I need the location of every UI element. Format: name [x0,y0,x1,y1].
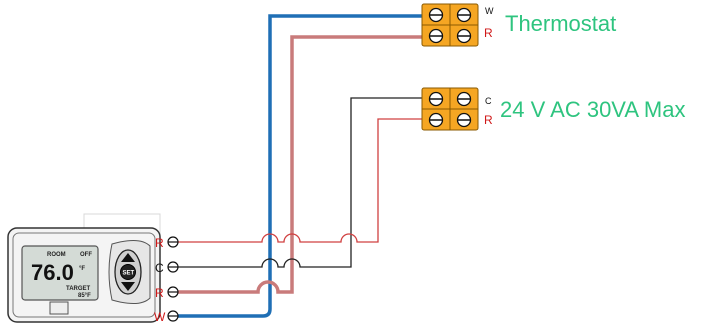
status-label: OFF [80,252,92,258]
screw-icon [428,91,444,107]
target-value: 85°F [78,293,91,299]
screw-icon [167,286,179,298]
wire-r-thin [177,118,425,243]
control-buttons: SET [114,249,142,295]
screw-icon [167,310,179,322]
degree-unit: °F [79,266,85,272]
wire-r-thick [177,35,425,294]
up-arrow-icon [121,253,135,262]
screw-icon [428,28,444,44]
down-arrow-icon [121,282,135,291]
pin-label-r: R [484,113,493,127]
thermostat-label: Thermostat [505,11,616,36]
power-label: 24 V AC 30VA Max [500,97,685,122]
terminal-label-r: R [155,286,164,300]
lcd-screen [21,245,99,301]
set-button [120,264,136,280]
pin-label-w: W [485,6,494,16]
wire-w-blue [177,14,425,318]
thermostat-device: ROOM OFF 76.0 °F TARGET 85°F SET [7,213,161,323]
pin-label-c: C [485,96,492,106]
screw-icon [456,91,472,107]
screw-icon [456,28,472,44]
screw-icon [456,112,472,128]
screw-icon [428,112,444,128]
wire-c-black [177,97,425,268]
current-temperature: 76.0 [31,260,74,285]
terminal-label-r: R [155,236,164,250]
screw-icon [167,261,179,273]
thermostat-terminals: R C R W [154,236,179,324]
screw-icon [167,236,179,248]
screw-icon [428,7,444,23]
target-label: TARGET [66,286,91,292]
room-label: ROOM [47,252,66,258]
terminal-label-c: C [155,261,164,275]
terminal-label-w: W [154,310,166,324]
set-button-label: SET [123,271,135,277]
terminal-block-power: C R [421,87,493,131]
pin-label-r: R [484,26,493,40]
terminal-block-thermostat: W R [421,3,494,47]
screw-icon [456,7,472,23]
